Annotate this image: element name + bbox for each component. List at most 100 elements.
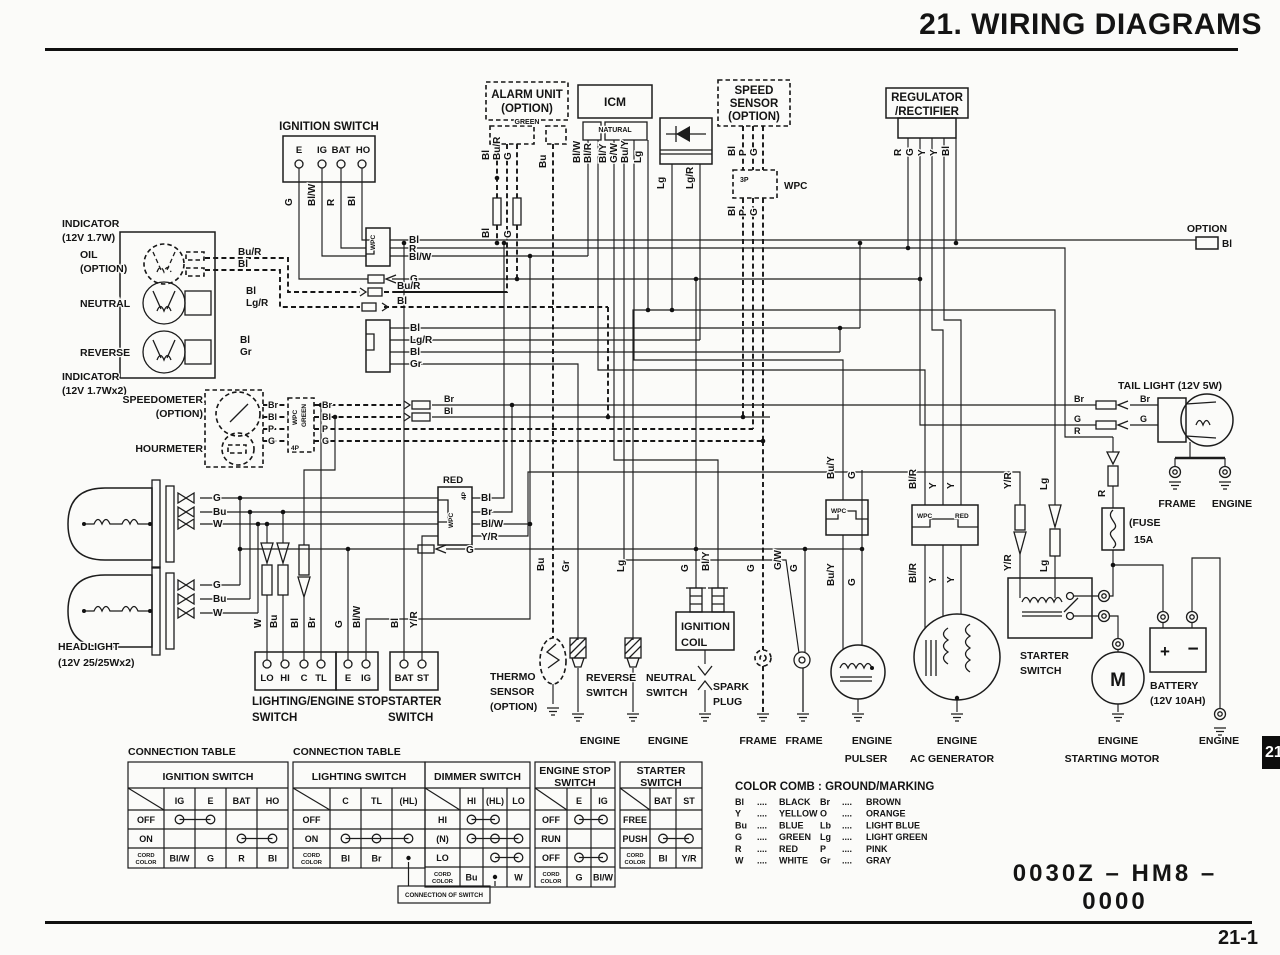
diagram-label: P [322,424,328,434]
table-ignition-cord-label: CORD [137,853,154,859]
diagram-label: (OPTION) [156,408,203,420]
table-dimmer-col-header: LO [512,796,525,806]
table-ignition-title: IGNITION SWITCH [163,771,254,783]
diagram-label: HEADLIGHT [58,641,120,653]
diagram-label: Bl [727,206,738,216]
table-dimmer-contact [490,852,500,863]
legend-code: P [820,844,826,854]
diagram-label: ICM [604,95,626,109]
legend-color-name: WHITE [779,856,808,866]
legend-color-name: BLACK [779,797,811,807]
diagram-label: PLUG [713,696,742,708]
diagram-label: Bl [246,286,256,297]
diagram-label: G [1074,414,1081,424]
diagram-label: Bl/Y [701,551,712,571]
diagram-label: G [213,580,221,591]
diagram-label: RED [443,475,463,486]
diagram-label: Br [444,394,454,404]
table-lighting-col-header: C [342,796,349,806]
diagram-label: (OPTION) [501,103,553,115]
junction-dots [237,175,1116,568]
diagram-label: Bl [941,146,952,156]
neutral-switch-symbol [624,637,642,668]
diagram-label: P [738,149,749,156]
diagram-label: ENGINE [648,735,688,747]
diagram-label: G [680,564,691,572]
diagram-label: Bl [322,412,331,422]
diagram-label: (12V 25/25Wx2) [58,657,134,669]
red-connector-symbol [437,486,473,546]
diagram-label: SENSOR [490,686,535,698]
table-dimmer-row-label: HI [438,815,447,825]
legend-color-name: YELLOW [779,809,818,819]
diagram-label: G [789,564,800,572]
diagram-label: P [738,209,749,216]
diagram-label: − [1187,639,1198,660]
inline-connector-symbols [359,274,1129,554]
table-ignition-col-header: BAT [233,796,251,806]
diagram-label: REVERSE [80,347,130,359]
diagram-label: ENGINE [937,735,977,747]
diagram-label: Bu/R [492,136,503,160]
callout-box [397,885,491,904]
diagram-label: Y/R [1003,554,1014,571]
diagram-label: Y [928,482,939,489]
diagram-label: M [1110,670,1126,691]
table-dimmer [424,761,531,888]
diagram-label: Gr [240,347,252,358]
legend-color-name: PINK [866,844,888,854]
diagram-label: SWITCH [646,687,687,699]
diagram-label: Bu/Y [826,456,837,479]
table-dimmer-contact [490,814,500,825]
alarm-unit-symbol [485,81,569,226]
thermo-sensor-symbol [539,637,567,685]
diagram-label: W [213,519,223,530]
table-engine-stop-cord-value: G [575,873,582,883]
diagram-label: Y/R [481,532,498,543]
diagram-label: Br [307,617,318,628]
diagram-label: Bl [347,196,358,206]
top-rule [45,48,1238,51]
diagram-label: W [213,608,223,619]
diagram-label: SPARK [713,681,749,693]
ac-generator-symbol [911,504,1001,701]
legend-color-name: GRAY [866,856,891,866]
table-dimmer-cord-value: Bu [466,873,478,883]
diagram-label: Bu/R [238,247,262,258]
legend-dots: .... [842,797,852,807]
diagram-label: WPC [831,508,846,515]
diagram-label: (12V 1.7W) [62,232,115,244]
diagram-label: R [409,244,417,255]
diagram-label: WPC [370,235,377,250]
diagram-label: (FUSE [1129,517,1161,529]
ignition-coil-symbol [675,587,735,691]
table-starter-contact [684,833,694,844]
table-ignition-col-header: IG [175,796,185,806]
handlebar-switch-symbols [254,651,439,691]
diagram-label: INDICATOR [62,218,120,230]
legend-code: Br [820,797,830,807]
diagram-label: LO [260,673,273,684]
legend-color-name: BLUE [779,820,804,830]
diagram-label: P [268,424,274,434]
legend-dots: .... [757,856,767,866]
diagram-label: Bu [269,615,280,628]
diagram-label: G [1140,414,1147,424]
legend-code: Lg [820,832,831,842]
legend-color-name: RED [779,844,799,854]
diagram-label: IGNITION [681,621,730,633]
legend-color-name: LIGHT GREEN [866,832,928,842]
legend-code: O [820,809,827,819]
legend-title: COLOR COMB : GROUND/MARKING [735,781,934,793]
diagram-label: FRAME [785,735,822,747]
table-lighting-title: LIGHTING SWITCH [312,771,407,783]
diagram-label: Bl/W [409,252,432,263]
diagram-label: SPEEDOMETER [122,394,203,406]
diagram-label: R [326,198,337,206]
table-engine-stop-col-header: E [576,796,582,806]
diagram-label: R [1097,489,1108,497]
table-ignition-cord-value: Bl [268,854,277,864]
table-engine-stop [534,761,616,888]
diagram-label: STARTING MOTOR [1065,753,1160,765]
